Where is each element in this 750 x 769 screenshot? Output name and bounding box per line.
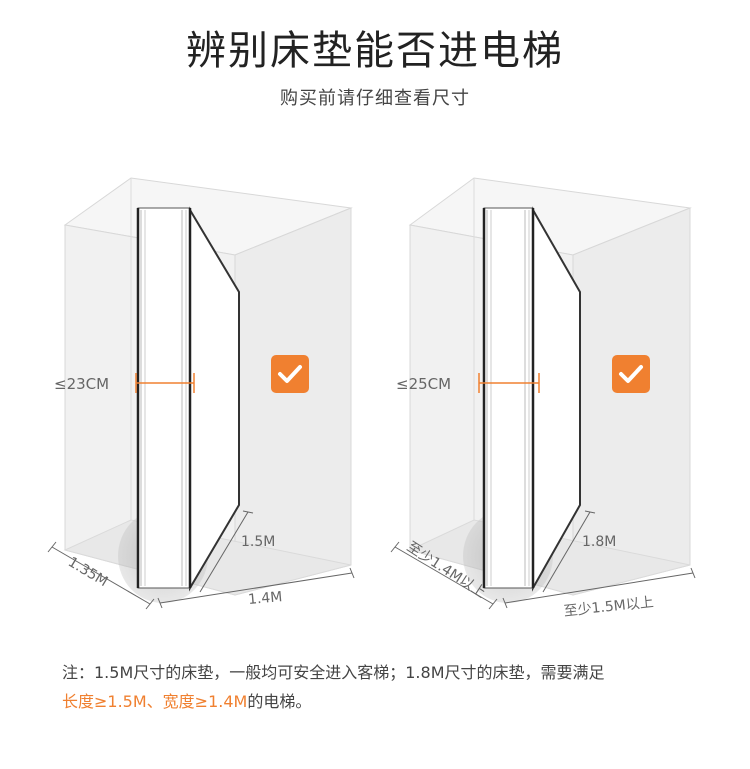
height-dimension xyxy=(199,510,254,593)
width-label: 1.4M xyxy=(247,589,283,608)
note-suffix: 的电梯。 xyxy=(247,692,312,711)
height-label: 1.5M xyxy=(241,534,275,550)
check-badge xyxy=(612,355,650,393)
height-label: 1.8M xyxy=(582,534,616,550)
panel-right: ≤25CM 1.8M 至少1.5M以上 至少1.4M以上 xyxy=(390,177,696,620)
note: 注：1.5M尺寸的床垫，一般均可安全进入客梯；1.8M尺寸的床垫，需要满足 长度… xyxy=(62,658,722,716)
note-line1: 注：1.5M尺寸的床垫，一般均可安全进入客梯；1.8M尺寸的床垫，需要满足 xyxy=(62,663,605,682)
mattress xyxy=(482,206,581,592)
page-subtitle: 购买前请仔细查看尺寸 xyxy=(280,88,470,109)
check-icon xyxy=(619,365,643,383)
check-icon xyxy=(278,365,302,383)
thickness-label: ≤23CM xyxy=(54,375,109,393)
check-badge xyxy=(271,355,309,393)
mattress xyxy=(136,206,240,592)
thickness-label: ≤25CM xyxy=(396,375,451,393)
note-highlight: 长度≥1.5M、宽度≥1.4M xyxy=(62,692,248,711)
width-label: 至少1.5M以上 xyxy=(563,594,655,619)
thickness-marker xyxy=(478,373,540,393)
height-dimension xyxy=(542,510,596,593)
depth-dimension xyxy=(390,541,498,610)
thickness-marker xyxy=(135,373,195,393)
depth-dimension xyxy=(47,541,155,610)
panel-left: ≤23CM 1.5M 1.4M 1.35M xyxy=(47,177,355,610)
width-dimension xyxy=(502,567,696,609)
width-dimension xyxy=(157,567,355,609)
elevator-diagram: ≤23CM 1.5M 1.4M 1.35M xyxy=(47,177,696,620)
page-title: 辨别床垫能否进电梯 xyxy=(186,28,564,74)
